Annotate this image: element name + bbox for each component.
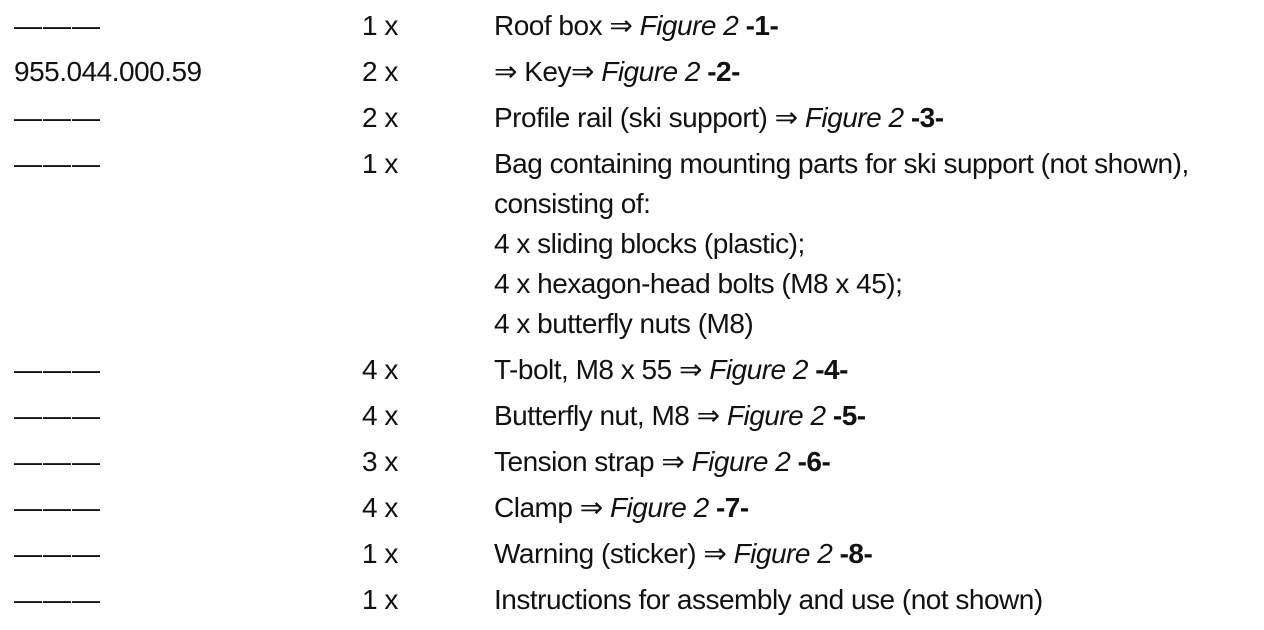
parts-row: ——— 2 x Profile rail (ski support) ⇒ Fig… bbox=[14, 98, 1254, 138]
description-line: T-bolt, M8 x 55 ⇒ Figure 2 -4- bbox=[494, 350, 1254, 390]
quantity: 4 x bbox=[362, 354, 398, 385]
description-line: consisting of: bbox=[494, 188, 651, 219]
description-line: Bag containing mounting parts for ski su… bbox=[494, 148, 1189, 179]
item-number: -4- bbox=[815, 354, 848, 385]
description-text: T-bolt, M8 x 55 ⇒ bbox=[494, 354, 710, 385]
parts-row: ——— 1 x Roof box ⇒ Figure 2 -1- bbox=[14, 6, 1254, 46]
parts-row: ——— 3 x Tension strap ⇒ Figure 2 -6- bbox=[14, 442, 1254, 482]
parts-list: ——— 1 x Roof box ⇒ Figure 2 -1- 955.044.… bbox=[14, 6, 1254, 626]
figure-reference: Figure 2 bbox=[726, 400, 826, 431]
description-line: 4 x hexagon-head bolts (M8 x 45); bbox=[494, 268, 903, 299]
quantity: 4 x bbox=[362, 400, 398, 431]
figure-reference: Figure 2 bbox=[804, 102, 904, 133]
item-number: -5- bbox=[832, 400, 866, 431]
parts-row: ——— 4 x Clamp ⇒ Figure 2 -7- bbox=[14, 488, 1254, 528]
item-number: -3- bbox=[910, 102, 944, 133]
description-line: 4 x butterfly nuts (M8) bbox=[494, 308, 754, 339]
quantity: 1 x bbox=[362, 538, 398, 569]
part-number: 955.044.000.59 bbox=[14, 56, 202, 87]
quantity: 1 x bbox=[362, 148, 398, 179]
quantity: 1 x bbox=[362, 584, 398, 615]
description-line: Tension strap ⇒ Figure 2 -6- bbox=[494, 442, 1254, 482]
description: Bag containing mounting parts for ski su… bbox=[494, 144, 1254, 344]
item-number: -6- bbox=[797, 446, 831, 477]
description: Butterfly nut, M8 ⇒ Figure 2 -5- bbox=[494, 396, 1254, 436]
description-line: Clamp ⇒ Figure 2 -7- bbox=[494, 488, 1254, 528]
description: Roof box ⇒ Figure 2 -1- bbox=[494, 6, 1254, 46]
item-number: -7- bbox=[715, 492, 749, 523]
description: ⇒ Key⇒ Figure 2 -2- bbox=[494, 52, 1254, 92]
parts-row: ——— 1 x Instructions for assembly and us… bbox=[14, 580, 1254, 620]
part-number: ——— bbox=[14, 446, 101, 477]
parts-row: ——— 4 x Butterfly nut, M8 ⇒ Figure 2 -5- bbox=[14, 396, 1254, 436]
figure-reference: Figure 2 bbox=[709, 354, 808, 385]
parts-row: ——— 1 x Warning (sticker) ⇒ Figure 2 -8- bbox=[14, 534, 1254, 574]
description-text: Profile rail (ski support) ⇒ bbox=[494, 102, 805, 133]
part-number: ——— bbox=[14, 102, 101, 133]
figure-reference: Figure 2 bbox=[639, 10, 739, 41]
description: T-bolt, M8 x 55 ⇒ Figure 2 -4- bbox=[494, 350, 1254, 390]
description: Warning (sticker) ⇒ Figure 2 -8- bbox=[494, 534, 1254, 574]
parts-row: ——— 1 x Bag containing mounting parts fo… bbox=[14, 144, 1254, 344]
item-number: -8- bbox=[839, 538, 873, 569]
part-number: ——— bbox=[14, 400, 101, 431]
quantity: 3 x bbox=[362, 446, 398, 477]
quantity: 2 x bbox=[362, 56, 398, 87]
description-line: Roof box ⇒ Figure 2 -1- bbox=[494, 6, 1254, 46]
quantity: 4 x bbox=[362, 492, 398, 523]
figure-reference: Figure 2 bbox=[691, 446, 791, 477]
part-number: ——— bbox=[14, 492, 101, 523]
parts-row: 955.044.000.59 2 x ⇒ Key⇒ Figure 2 -2- bbox=[14, 52, 1254, 92]
description-line: Instructions for assembly and use (not s… bbox=[494, 584, 1043, 615]
description: Clamp ⇒ Figure 2 -7- bbox=[494, 488, 1254, 528]
part-number: ——— bbox=[14, 584, 101, 615]
description-line: Butterfly nut, M8 ⇒ Figure 2 -5- bbox=[494, 396, 1254, 436]
description: Tension strap ⇒ Figure 2 -6- bbox=[494, 442, 1254, 482]
description-line: 4 x sliding blocks (plastic); bbox=[494, 228, 805, 259]
description-text: ⇒ Key⇒ bbox=[494, 56, 602, 87]
part-number: ——— bbox=[14, 538, 101, 569]
description: Profile rail (ski support) ⇒ Figure 2 -3… bbox=[494, 98, 1254, 138]
item-number: -1- bbox=[745, 10, 779, 41]
parts-row: ——— 4 x T-bolt, M8 x 55 ⇒ Figure 2 -4- bbox=[14, 350, 1254, 390]
part-number: ——— bbox=[14, 354, 101, 385]
description-text: Butterfly nut, M8 ⇒ bbox=[494, 400, 727, 431]
description-text: Roof box ⇒ bbox=[494, 10, 640, 41]
description-line: Profile rail (ski support) ⇒ Figure 2 -3… bbox=[494, 98, 1254, 138]
figure-reference: Figure 2 bbox=[609, 492, 709, 523]
description-text: Clamp ⇒ bbox=[494, 492, 610, 523]
figure-reference: Figure 2 bbox=[601, 56, 700, 87]
description-text: Tension strap ⇒ bbox=[494, 446, 692, 477]
description: Instructions for assembly and use (not s… bbox=[494, 580, 1254, 620]
description-line: ⇒ Key⇒ Figure 2 -2- bbox=[494, 52, 1254, 92]
description-line: Warning (sticker) ⇒ Figure 2 -8- bbox=[494, 534, 1254, 574]
part-number: ——— bbox=[14, 148, 101, 179]
figure-reference: Figure 2 bbox=[733, 538, 833, 569]
quantity: 1 x bbox=[362, 10, 398, 41]
part-number: ——— bbox=[14, 10, 101, 41]
item-number: -2- bbox=[707, 56, 740, 87]
quantity: 2 x bbox=[362, 102, 398, 133]
description-text: Warning (sticker) ⇒ bbox=[494, 538, 734, 569]
